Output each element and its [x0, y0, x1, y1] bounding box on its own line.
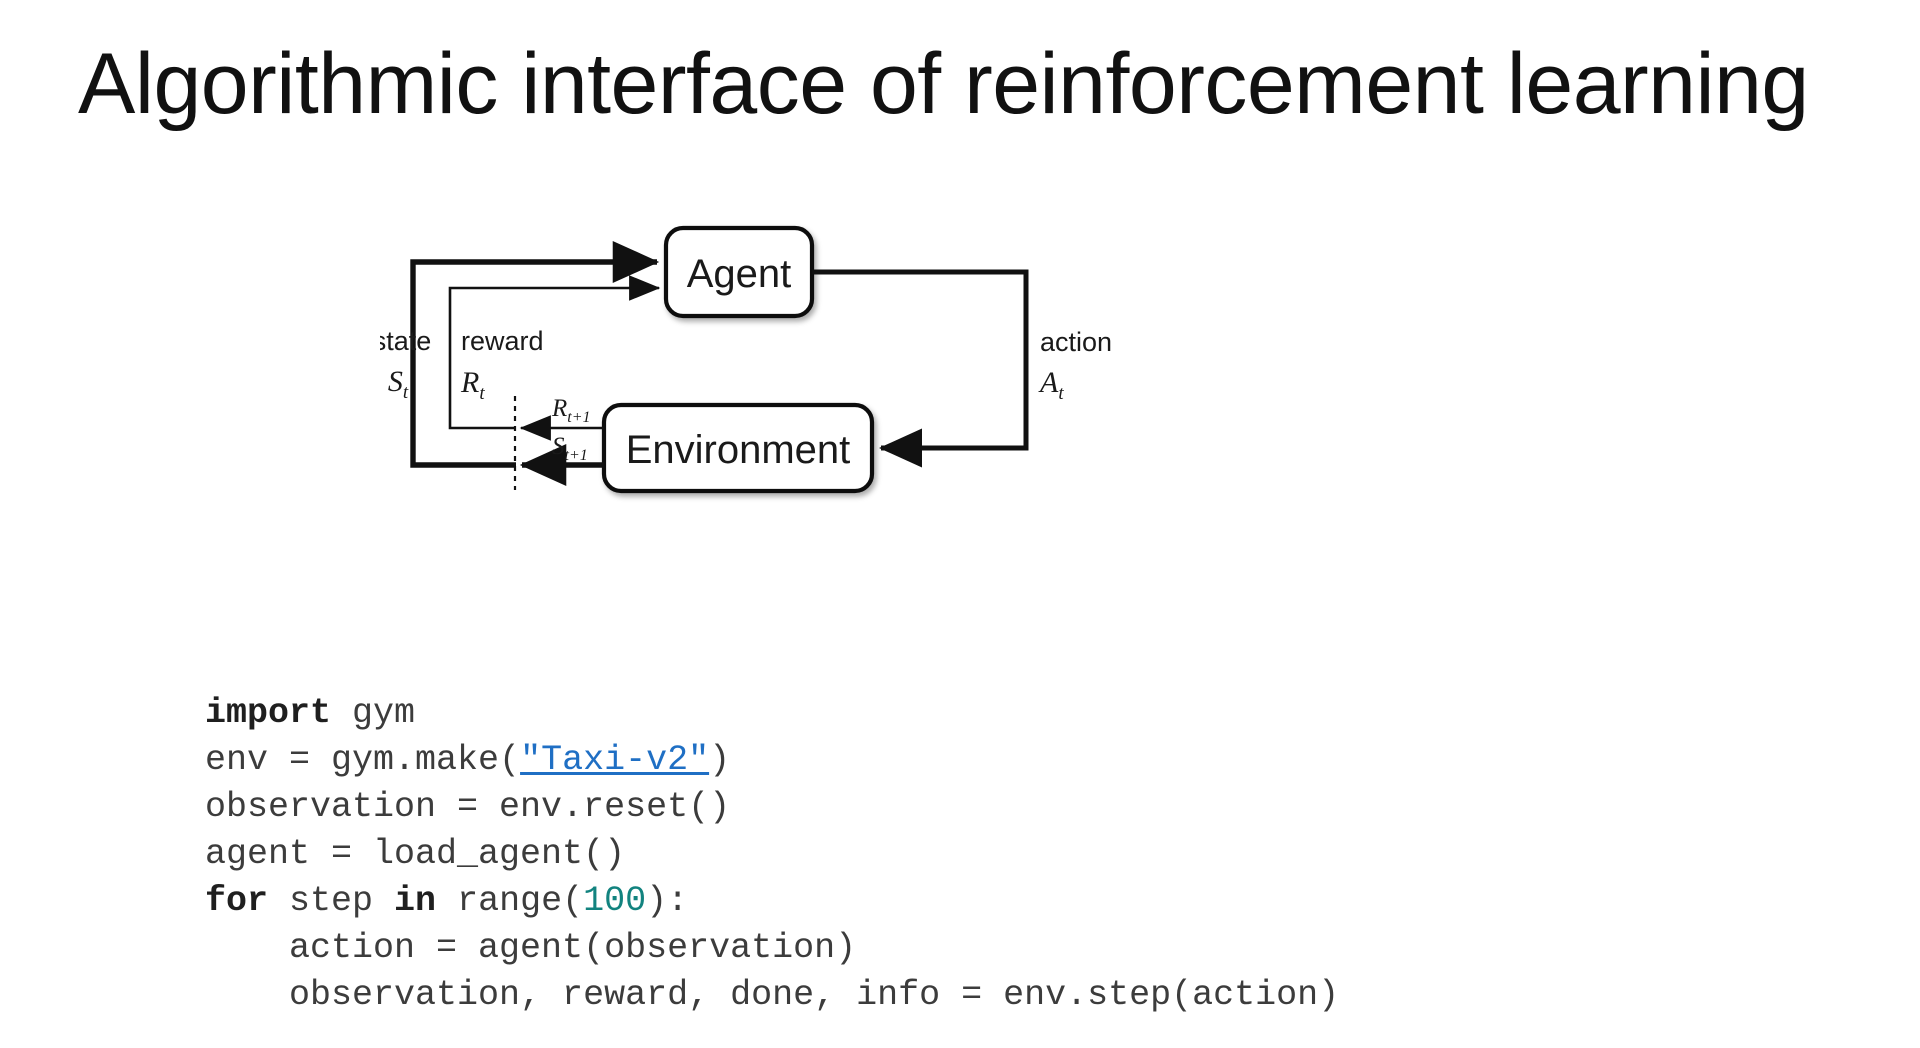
next-reward-symbol-label: Rt+1: [551, 395, 591, 426]
reward-label-group: reward Rt: [460, 326, 544, 404]
code-line: observation = env.reset(): [205, 784, 1339, 831]
code-token-plain: observation = env.reset(): [205, 787, 731, 827]
agent-label: Agent: [687, 252, 792, 296]
code-token-keyword: import: [205, 693, 332, 733]
code-token-plain: env = gym.make(: [205, 740, 521, 780]
environment-label: Environment: [626, 428, 851, 472]
env-id-link[interactable]: "Taxi-v2": [520, 740, 710, 780]
code-indent: [205, 975, 289, 1015]
code-token-keyword: in: [394, 881, 437, 921]
code-line: import gym: [205, 690, 1339, 737]
agent-node: Agent: [663, 225, 815, 319]
code-token-number: 100: [583, 881, 647, 921]
code-token-plain: action = agent(observation): [289, 928, 857, 968]
reward-word-label: reward: [461, 326, 544, 356]
state-edge-path: [410, 240, 660, 468]
code-line: action = agent(observation): [205, 925, 1339, 972]
state-label-group: state St: [380, 326, 431, 403]
reward-symbol-label: Rt: [460, 366, 485, 404]
code-token-plain: range(: [436, 881, 584, 921]
environment-box: [601, 402, 875, 494]
code-line: agent = load_agent(): [205, 831, 1339, 878]
code-line: for step in range(100):: [205, 878, 1339, 925]
next-state-symbol-label: St+1: [552, 433, 588, 464]
reward-edge: [448, 275, 661, 430]
code-line: env = gym.make("Taxi-v2"): [205, 737, 1339, 784]
action-word-label: action: [1040, 327, 1112, 357]
rl-loop-diagram: Agent Environment state: [380, 200, 1400, 530]
state-edge: [410, 240, 660, 468]
page-title: Algorithmic interface of reinforcement l…: [78, 36, 1809, 132]
code-token-plain: step: [268, 881, 395, 921]
action-label-group: action At: [1038, 327, 1112, 404]
state-symbol-label: St: [388, 365, 409, 403]
action-edge: [812, 269, 1029, 468]
code-token-plain: ):: [646, 881, 689, 921]
action-edge-path: [812, 269, 1029, 468]
code-token-plain: ): [709, 740, 731, 780]
code-token-plain: observation, reward, done, info = env.st…: [289, 975, 1340, 1015]
environment-node: Environment: [601, 402, 875, 494]
code-token-keyword: for: [205, 881, 269, 921]
code-token-plain: agent = load_agent(): [205, 834, 626, 874]
code-line: observation, reward, done, info = env.st…: [205, 972, 1339, 1019]
state-word-label: state: [380, 326, 431, 356]
action-symbol-label: At: [1038, 366, 1064, 404]
reward-edge-path: [448, 275, 661, 430]
code-indent: [205, 928, 289, 968]
code-token-plain: gym: [331, 693, 416, 733]
